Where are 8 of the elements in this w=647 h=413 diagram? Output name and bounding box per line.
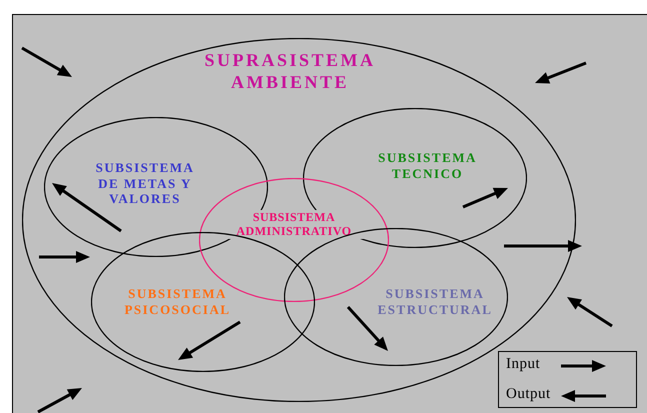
system-label: SUBSISTEMA PSICOSOCIAL — [123, 286, 232, 318]
system-ellipse — [22, 38, 576, 402]
system-label: SUBSISTEMA ESTRUCTURAL — [376, 286, 494, 318]
system-label: SUBSISTEMA DE METAS Y VALORES — [94, 160, 196, 207]
system-label: SUPRASISTEMA AMBIENTE — [203, 50, 377, 94]
system-label: SUBSISTEMA TECNICO — [377, 150, 478, 182]
legend-label: Input — [506, 356, 540, 373]
legend-label: Output — [506, 386, 551, 403]
